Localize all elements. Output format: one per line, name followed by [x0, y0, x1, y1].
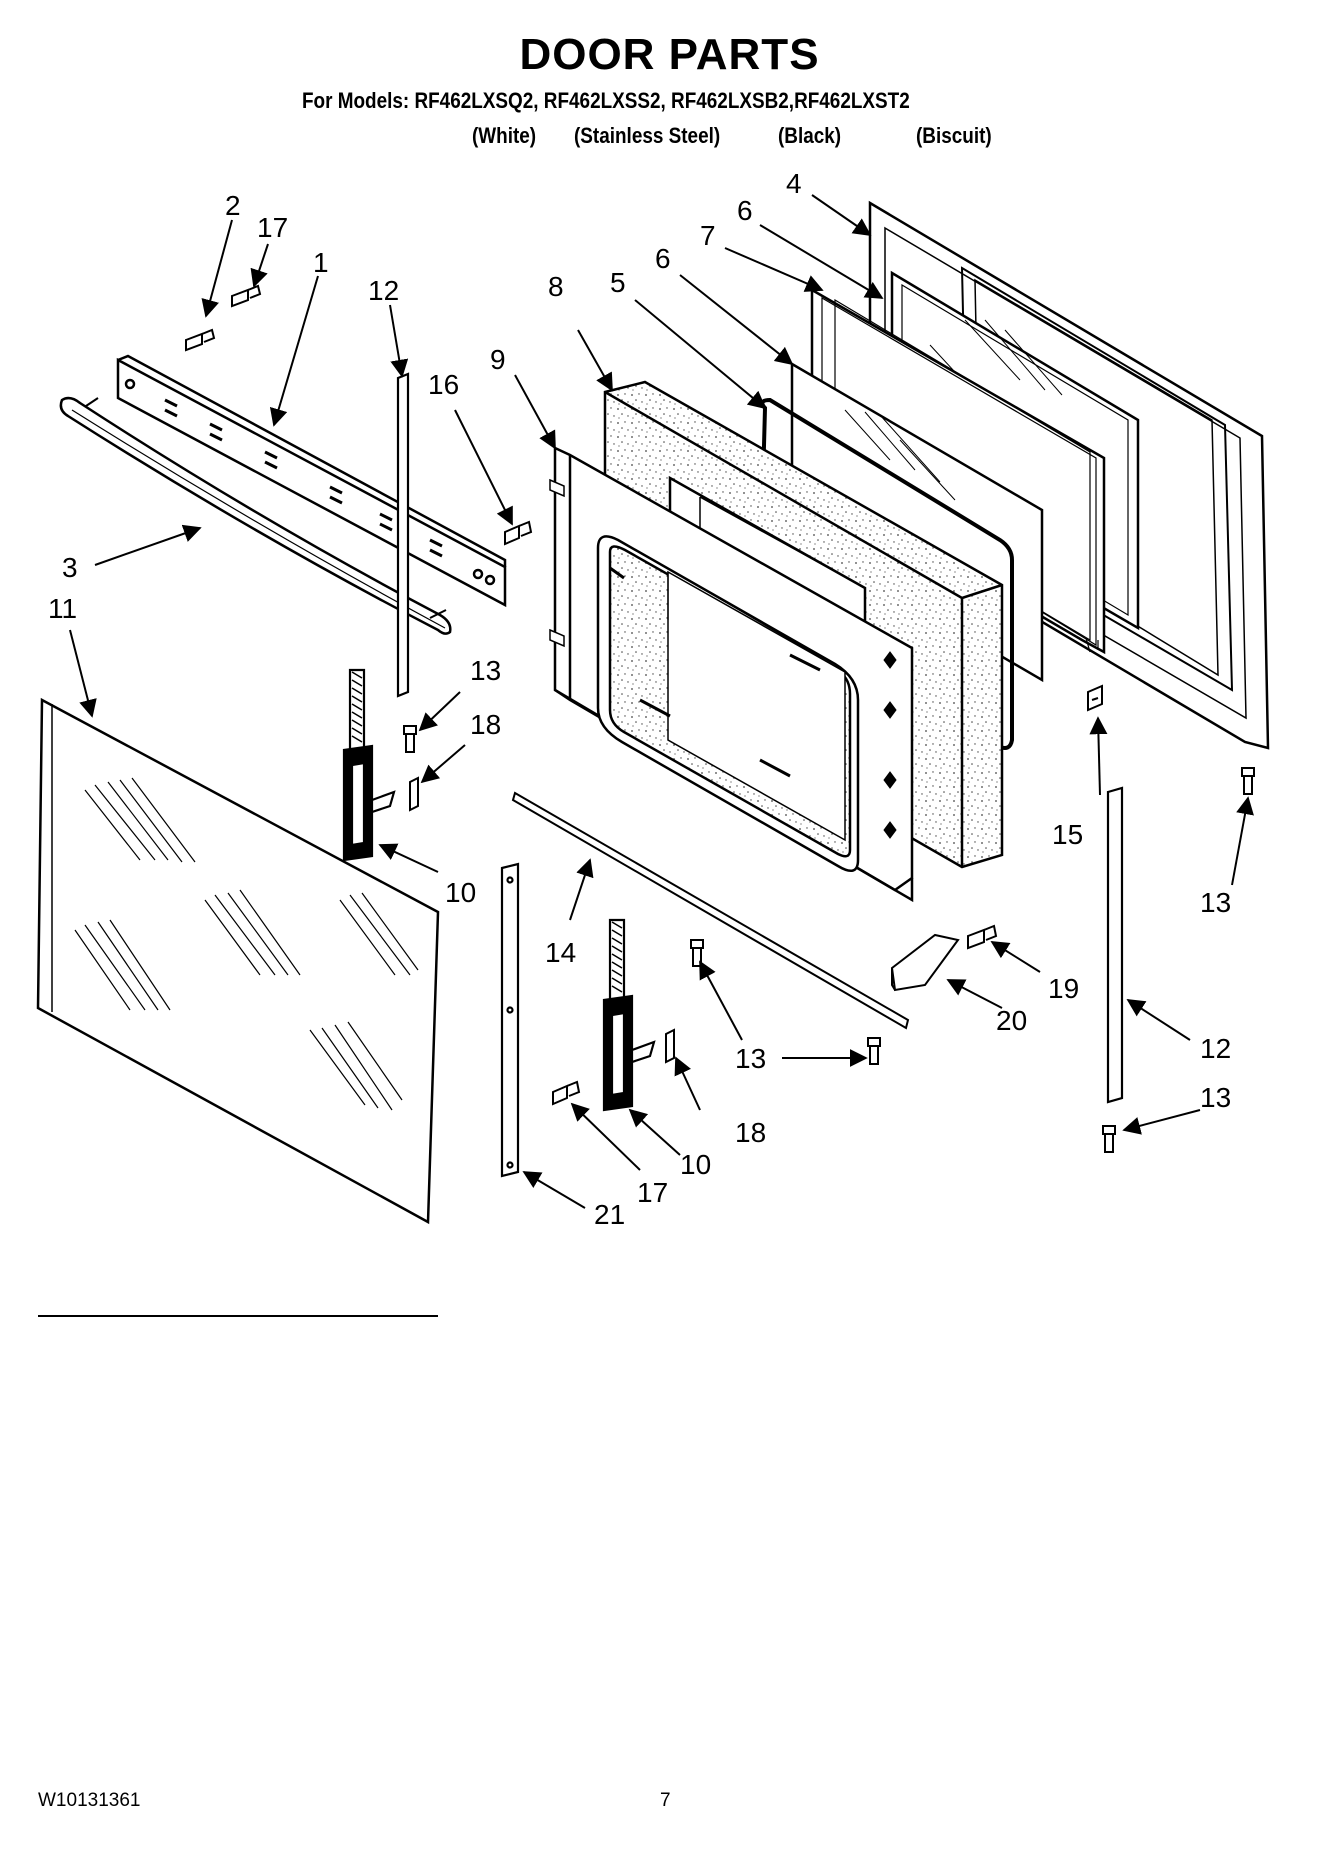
callout-10-bottom: 10 — [680, 1149, 711, 1180]
callout-13-a: 13 — [470, 655, 501, 686]
models-line: For Models: RF462LXSQ2, RF462LXSS2, RF46… — [302, 88, 910, 113]
callout-8: 8 — [548, 271, 564, 302]
bottom-trim-strip — [500, 862, 520, 1178]
callout-3: 3 — [62, 552, 78, 583]
callout-11: 11 — [48, 593, 77, 624]
screw-16 — [504, 520, 533, 546]
callout-1: 1 — [313, 247, 329, 278]
door-bracket — [890, 933, 960, 992]
callout-14: 14 — [545, 937, 576, 968]
inner-door-liner — [549, 446, 914, 903]
outer-door-glass — [36, 697, 440, 1225]
callout-13-d: 13 — [1200, 1082, 1231, 1113]
screw-19 — [967, 924, 998, 950]
callout-9: 9 — [490, 344, 506, 375]
screw-13-d — [867, 1037, 881, 1065]
side-trim-left — [396, 372, 410, 698]
door-hinge-top — [342, 668, 396, 862]
page-title: DOOR PARTS — [519, 30, 820, 79]
callout-6-front: 6 — [655, 243, 671, 274]
variant-black: (Black) — [778, 123, 842, 148]
callout-13-c: 13 — [735, 1043, 766, 1074]
callout-18-top: 18 — [470, 709, 501, 740]
callout-7: 7 — [700, 220, 716, 251]
callout-17-top: 17 — [257, 212, 288, 243]
callout-12-right: 12 — [1200, 1033, 1231, 1064]
callout-15: 15 — [1052, 819, 1083, 850]
screw-17-top — [231, 284, 262, 308]
footnote-divider — [38, 1315, 438, 1317]
leader-lines — [69, 194, 1254, 1209]
variant-white: (White) — [472, 123, 537, 148]
screw-17-bottom — [552, 1080, 581, 1106]
callout-21: 21 — [594, 1199, 625, 1230]
door-rod — [511, 791, 910, 1030]
variant-biscuit: (Biscuit) — [916, 123, 992, 148]
side-trim-right — [1106, 786, 1124, 1104]
callout-13-b: 13 — [1200, 887, 1231, 918]
callout-10-top: 10 — [445, 877, 476, 908]
door-handle — [59, 396, 452, 635]
door-clip — [1087, 684, 1103, 712]
screw-2 — [185, 328, 216, 352]
callout-19: 19 — [1048, 973, 1079, 1004]
callout-18-bottom: 18 — [735, 1117, 766, 1148]
hinge-receptacle-18-bottom — [665, 1028, 675, 1064]
screw-13-c — [690, 939, 704, 967]
screw-13-e — [1102, 1125, 1116, 1153]
callout-20: 20 — [996, 1005, 1027, 1036]
callout-16: 16 — [428, 369, 459, 400]
callout-17-bottom: 17 — [637, 1177, 668, 1208]
callout-2: 2 — [225, 190, 241, 221]
callout-4: 4 — [786, 168, 802, 199]
screw-13-a — [403, 725, 417, 753]
page-number: 7 — [660, 1790, 671, 1811]
variant-stainless: (Stainless Steel) — [574, 123, 721, 148]
callout-5: 5 — [610, 267, 626, 298]
callout-labels: 2 17 1 12 16 9 8 5 6 7 6 4 3 11 13 18 10… — [48, 168, 1231, 1230]
callout-12-left: 12 — [368, 275, 399, 306]
hinge-receptacle-18-top — [409, 776, 419, 812]
callout-6-back: 6 — [737, 195, 753, 226]
door-hinge-bottom — [602, 918, 656, 1112]
document-number: W10131361 — [38, 1790, 141, 1811]
screw-13-b — [1241, 767, 1255, 795]
